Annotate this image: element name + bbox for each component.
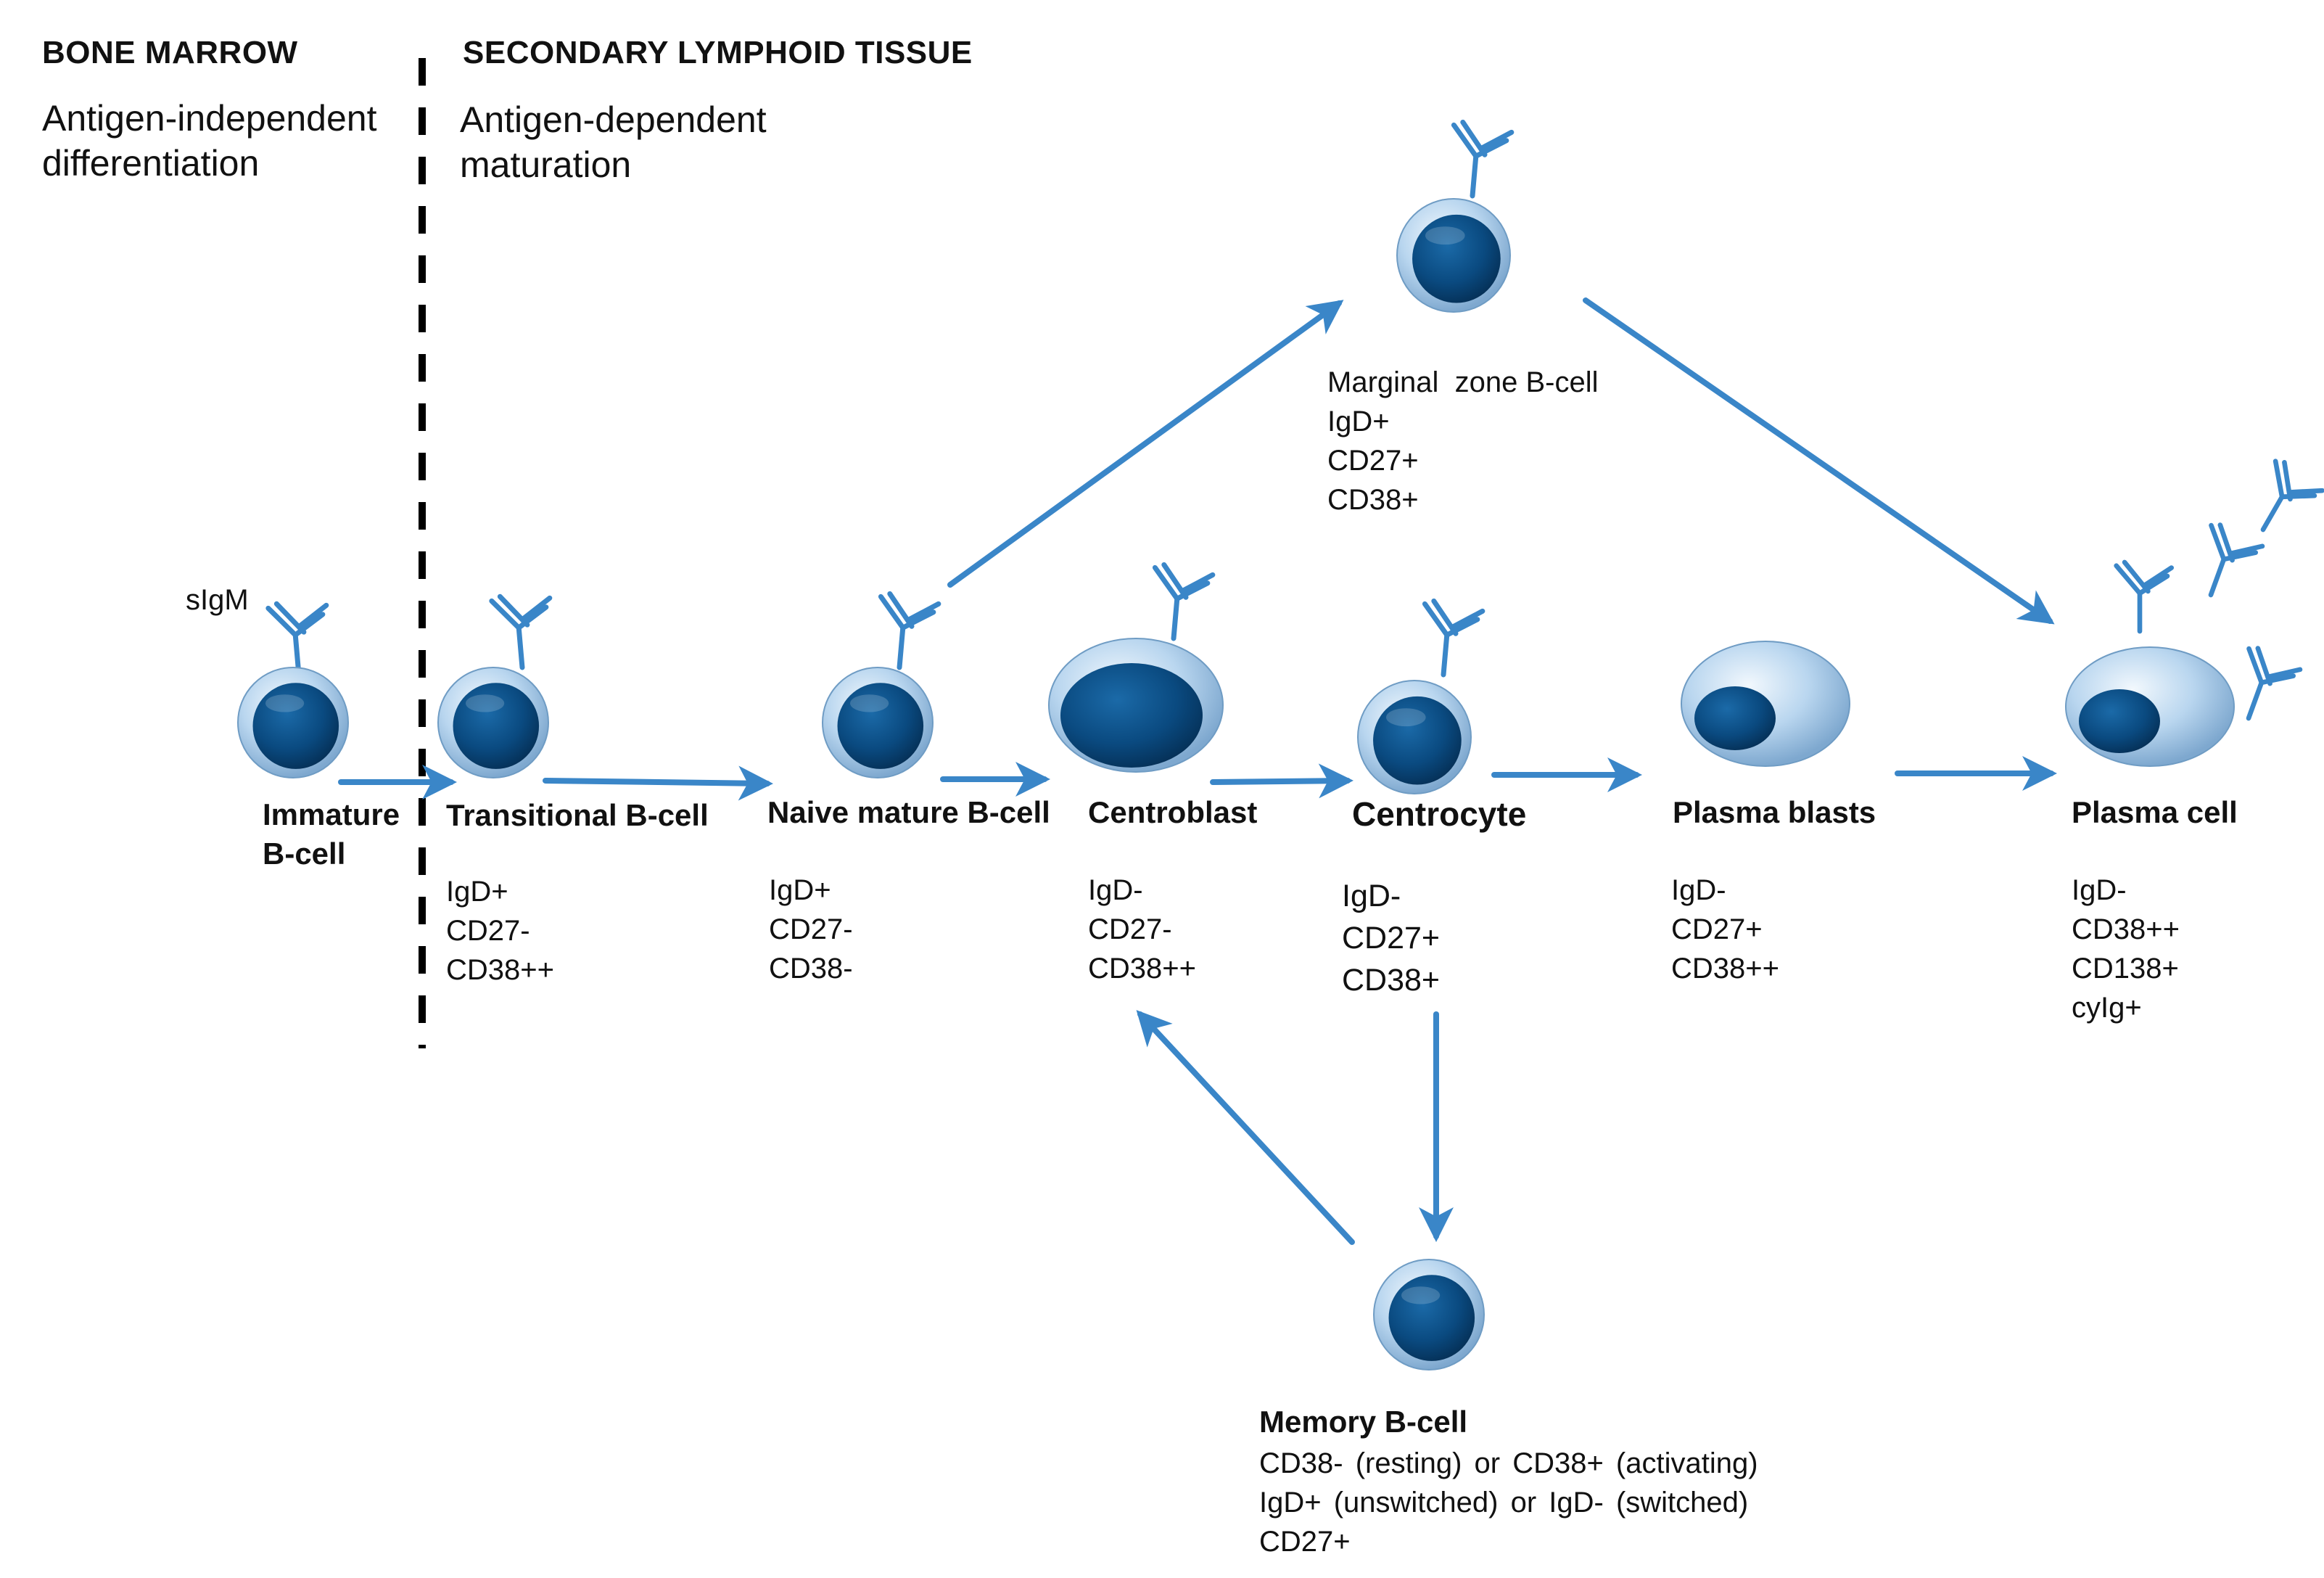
nucleus (1060, 663, 1203, 768)
marker: IgD- (2072, 874, 2127, 906)
secreted-antibody-icon (2246, 646, 2303, 721)
memory-b-cell-markers: CD38- (resting) or CD38+ (activating) Ig… (1259, 1444, 1758, 1561)
marker: CD38+ (1342, 963, 1441, 998)
nucleus-highlight (466, 694, 505, 712)
bone-marrow-title: BONE MARROW (42, 35, 298, 70)
bone-marrow-subtitle-line: Antigen-independent (42, 98, 377, 139)
nucleus-highlight (1425, 226, 1465, 245)
marker: CD27- (446, 915, 530, 947)
immature-b-cell-label: Immature B-cell (263, 795, 400, 874)
transitional-b-cell-label: Transitional B-cell (446, 798, 709, 832)
marker: CD38++ (1088, 953, 1196, 985)
plasma-blasts-markers: IgD- CD27+ CD38++ (1671, 871, 1779, 988)
plasma-cell-label: Plasma cell (2072, 795, 2238, 829)
arrow-memory-to-centroblast (1136, 1010, 1355, 1245)
nucleus (837, 683, 924, 769)
arrow-centroblast-to-centrocyte (1210, 763, 1353, 799)
plasma-cell-icon (2065, 646, 2235, 767)
secreted-antibody-icon (2208, 522, 2265, 598)
nucleus-highlight (1401, 1286, 1441, 1304)
marker: CD27- (1088, 913, 1172, 945)
marginal-zone-b-cell-icon (1396, 198, 1511, 313)
naive-mature-b-cell-markers: IgD+ CD27- CD38- (769, 871, 853, 988)
marker: CD27+ (1259, 1526, 1351, 1558)
marker: CD27+ (1327, 445, 1419, 477)
immature-b-cell-label-line: B-cell (263, 837, 346, 871)
marker: CD27- (769, 913, 853, 945)
marker: IgD+ (446, 876, 508, 908)
lymphoid-tissue-title: SECONDARY LYMPHOID TISSUE (463, 35, 973, 70)
nucleus (1388, 1275, 1475, 1361)
centroblast-icon (1048, 638, 1224, 773)
marker: CD138+ (2072, 953, 2179, 985)
arrow-naive-to-marginal (947, 300, 1344, 588)
nucleus (1412, 214, 1501, 303)
lymphoid-tissue-subtitle-line: maturation (460, 144, 632, 185)
bone-marrow-subtitle: Antigen-independent differentiation (42, 96, 377, 186)
nucleus (453, 683, 540, 769)
receptor-icon (1152, 562, 1216, 641)
plasma-blasts-label: Plasma blasts (1673, 795, 1876, 829)
transitional-b-cell-markers: IgD+ CD27- CD38++ (446, 872, 554, 990)
marginal-zone-b-cell-label: Marginal zone B-cell (1327, 366, 1599, 398)
marker: CD38- (769, 953, 853, 985)
memory-b-cell-icon (1373, 1259, 1485, 1371)
nucleus (1694, 686, 1776, 750)
centroblast-markers: IgD- CD27- CD38++ (1088, 871, 1196, 988)
plasma-cell-markers: IgD- CD38++ CD138+ cyIg+ (2072, 871, 2180, 1027)
centrocyte-label: Centrocyte (1352, 795, 1527, 833)
nucleus (2079, 689, 2160, 753)
naive-mature-b-cell-icon (822, 667, 934, 778)
receptor-icon (265, 601, 329, 678)
arrow-transitional-to-naive (543, 765, 773, 801)
centrocyte-markers: IgD- CD27+ CD38+ (1342, 875, 1440, 1001)
receptor-icon (1422, 598, 1486, 678)
receptor-icon (489, 593, 553, 670)
plasma-blast-icon (1681, 641, 1850, 767)
arrow-marginal-to-plasma (1583, 297, 2055, 625)
nucleus-highlight (265, 694, 305, 712)
nucleus (1373, 696, 1462, 785)
receptor-icon (878, 591, 941, 670)
centroblast-label: Centroblast (1088, 795, 1258, 829)
receptor-icon (1451, 119, 1515, 199)
naive-mature-b-cell-label: Naive mature B-cell (767, 795, 1050, 829)
arrows (338, 297, 2057, 1245)
marker: IgD- (1342, 879, 1401, 913)
marker: CD38++ (2072, 913, 2180, 945)
nucleus (252, 683, 339, 769)
marker: IgD- (1088, 874, 1143, 906)
marginal-zone-b-cell-markers: Marginal zone B-cell IgD+ CD27+ CD38+ (1327, 363, 1599, 519)
nucleus-highlight (850, 694, 889, 712)
secreted-antibody-icon (2260, 459, 2324, 533)
lymphoid-tissue-subtitle-line: Antigen-dependent (460, 99, 767, 140)
lymphoid-tissue-subtitle: Antigen-dependent maturation (460, 97, 767, 187)
marker: IgD+ (1327, 406, 1390, 437)
marker: CD38+ (1327, 484, 1419, 516)
secreted-antibody-icon (2114, 559, 2175, 634)
bone-marrow-subtitle-line: differentiation (42, 143, 260, 184)
marker: CD27+ (1342, 921, 1441, 956)
marker: CD38++ (446, 954, 554, 986)
immature-b-cell-icon (237, 667, 349, 778)
transitional-b-cell-icon (437, 667, 549, 778)
memory-b-cell-label: Memory B-cell (1259, 1405, 1468, 1439)
marker: CD27+ (1671, 913, 1763, 945)
nucleus-highlight (1386, 708, 1426, 727)
cells (237, 119, 2324, 1371)
marker: IgD+ (769, 874, 831, 906)
marker: CD38- (resting) or CD38+ (activating) (1259, 1447, 1758, 1479)
immature-b-cell-label-line: Immature (263, 797, 400, 831)
marker: CD38++ (1671, 953, 1779, 985)
sigm-receptor-label: sIgM (186, 584, 249, 616)
centrocyte-icon (1357, 680, 1472, 794)
marker: IgD- (1671, 874, 1726, 906)
marker: cyIg+ (2072, 992, 2142, 1024)
marker: IgD+ (unswitched) or IgD- (switched) (1259, 1487, 1749, 1519)
